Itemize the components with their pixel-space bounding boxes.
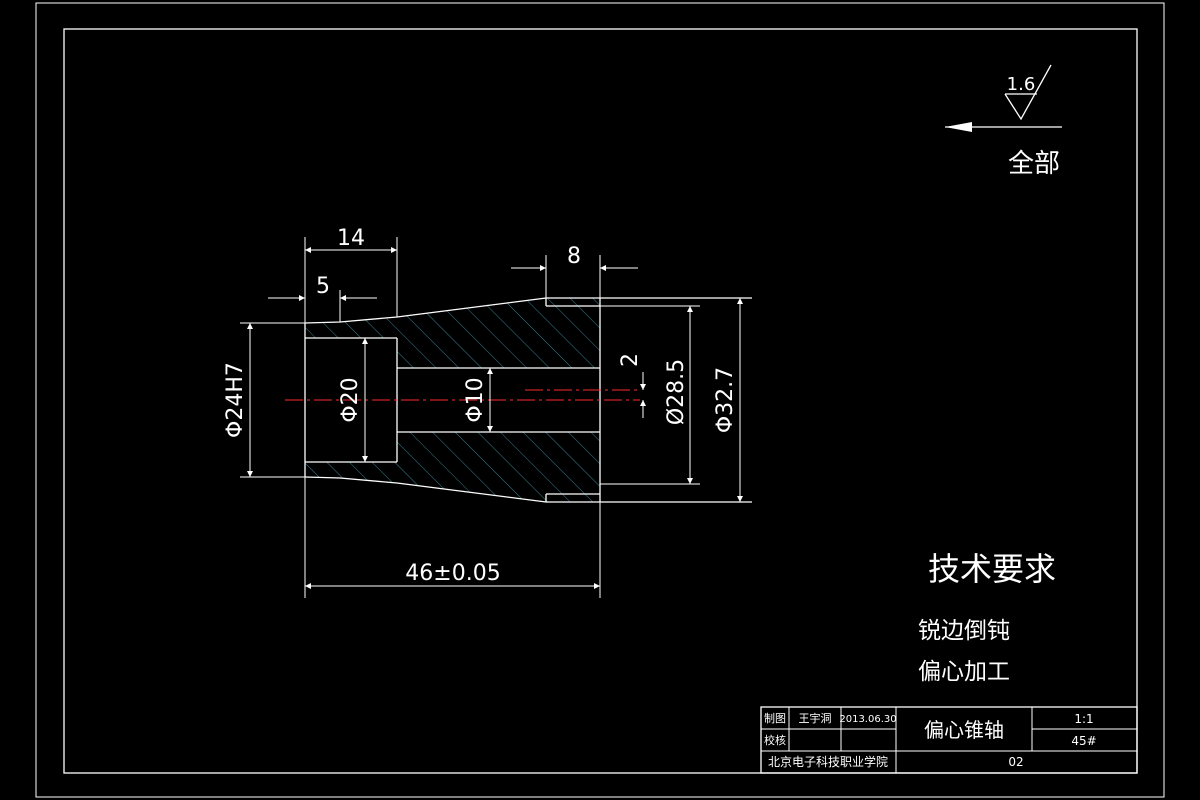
material-value: 45# [1071, 734, 1096, 748]
sheet-border [35, 2, 1165, 798]
dim-bore-20: Φ20 [338, 377, 363, 422]
tech-req-item: 偏心加工 [918, 659, 1010, 685]
scale-value: 1:1 [1074, 712, 1093, 726]
school-name: 北京电子科技职业学院 [768, 754, 888, 769]
dim-bore-10: Φ10 [463, 377, 488, 422]
dim-length-8: 8 [567, 244, 581, 269]
tech-req-item: 锐边倒钝 [918, 618, 1010, 644]
check-label: 校核 [764, 733, 786, 747]
part-section-view [285, 297, 752, 503]
part-name: 偏心锥轴 [924, 718, 1004, 742]
finish-scope-label: 全部 [1008, 149, 1060, 179]
surface-finish-symbol: 1.6 全部 [945, 64, 1062, 179]
tech-req-title: 技术要求 [928, 550, 1056, 588]
technical-requirements: 技术要求 锐边倒钝 偏心加工 [918, 550, 1056, 685]
dim-total-length: 46±0.05 [405, 561, 500, 586]
dim-length-5: 5 [316, 274, 330, 299]
drawing-number: 02 [1008, 755, 1023, 769]
dim-dia-32-7: Φ32.7 [713, 367, 738, 433]
dim-length-14: 14 [337, 226, 365, 251]
dim-bore-24h7: Φ24H7 [223, 362, 248, 438]
dim-dia-28-5: Ø28.5 [664, 359, 689, 425]
drawn-date: 2013.06.30 [839, 714, 896, 725]
title-block: 制图 王宇洞 2013.06.30 校核 偏心锥轴 1:1 45# 北京电子科技… [760, 706, 1138, 774]
dimensions: 14 5 8 46±0.05 Φ24H7 Φ20 Φ10 2 [223, 226, 743, 598]
roughness-value: 1.6 [1007, 74, 1036, 95]
drawn-label: 制图 [764, 712, 786, 725]
drawn-name: 王宇洞 [799, 712, 832, 725]
dim-eccentric-offset: 2 [618, 353, 643, 367]
